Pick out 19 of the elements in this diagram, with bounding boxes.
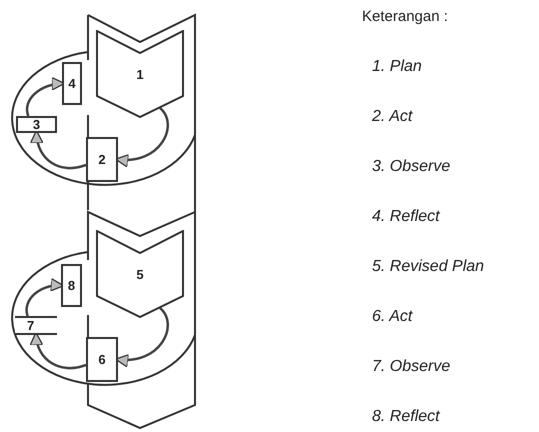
chevron-shape — [96, 230, 184, 318]
step-number: 5 — [136, 266, 144, 282]
legend-item: 2. Act — [372, 108, 412, 126]
chevron-shape — [96, 30, 184, 118]
number-box: 2 — [86, 137, 118, 182]
legend-item: 7. Observe — [372, 358, 450, 376]
number-box: 4 — [62, 62, 82, 105]
number-box: 7 — [15, 316, 57, 335]
legend-item: 6. Act — [372, 308, 412, 326]
legend-item: 4. Reflect — [372, 208, 440, 226]
legend-item: 1. Plan — [372, 58, 422, 76]
legend-heading: Keterangan : — [362, 8, 448, 25]
number-box: 6 — [86, 337, 118, 382]
number-box: 3 — [16, 116, 57, 133]
legend-item: 3. Observe — [372, 158, 450, 176]
step-number: 1 — [136, 66, 144, 82]
number-box: 8 — [61, 264, 82, 307]
legend-item: 8. Reflect — [372, 408, 440, 426]
legend-item: 5. Revised Plan — [372, 258, 484, 276]
